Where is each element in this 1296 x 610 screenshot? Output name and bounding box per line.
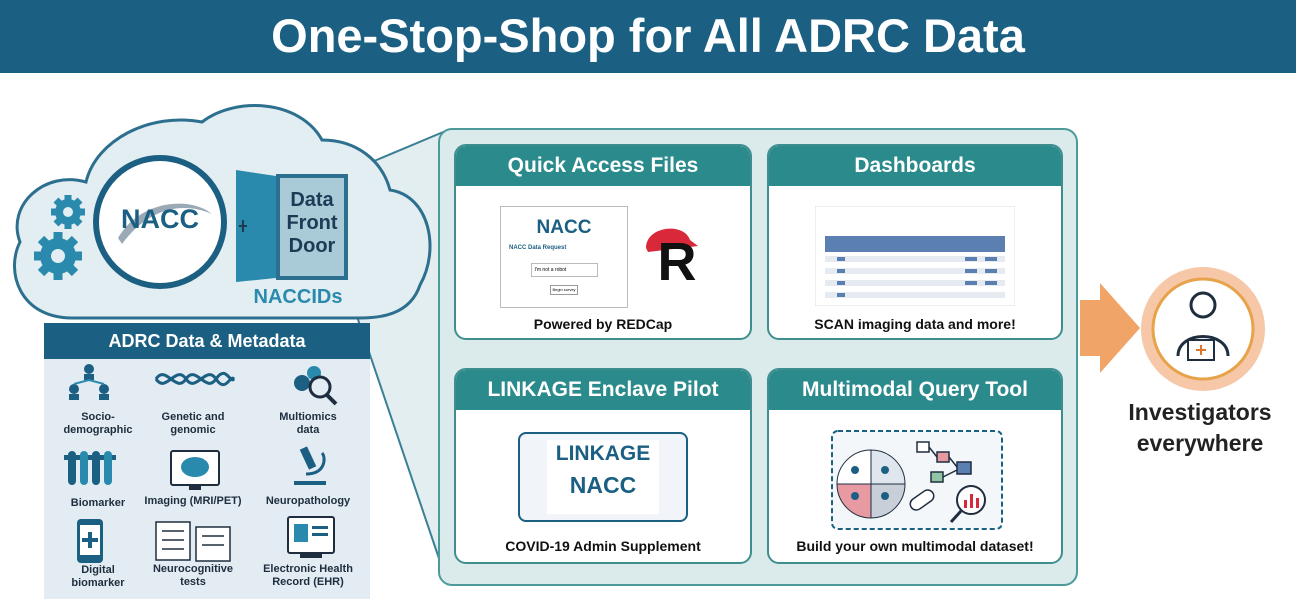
card-title: Quick Access Files: [456, 146, 750, 186]
category-neuropathology: Neuropathology: [254, 495, 362, 508]
brain-monitor-icon: [170, 450, 220, 490]
redcap-logo: [646, 228, 698, 252]
test-tubes-icon: [64, 451, 116, 485]
people-network-icon: [69, 364, 109, 400]
pie-chart-icon: [836, 449, 906, 519]
category-line: Record (EHR): [272, 576, 344, 588]
category-ehr: Electronic Health Record (EHR): [254, 563, 362, 589]
category-line: Neurocognitive: [152, 563, 234, 575]
ehr-monitor-icon: [287, 516, 335, 558]
metadata-icons: [64, 364, 338, 563]
card-caption: COVID-19 Admin Supplement: [505, 538, 701, 554]
multimodal-query-card[interactable]: Multimodal Query Tool: [767, 368, 1063, 564]
category-line: tests: [180, 576, 206, 588]
nacc-logo: [93, 155, 227, 289]
gears-search-icon: [294, 366, 338, 406]
card-caption: SCAN imaging data and more!: [814, 316, 1016, 332]
category-genetic: Genetic and genomic: [139, 411, 247, 437]
linkage-enclave-card[interactable]: LINKAGE Enclave Pilot LINKAGE NACC COVID…: [454, 368, 752, 564]
category-line: Socio-: [81, 411, 115, 423]
form-logo: NACC: [536, 217, 592, 238]
card-title: LINKAGE Enclave Pilot: [456, 370, 750, 410]
card-title: Multimodal Query Tool: [769, 370, 1061, 410]
page-title: One-Stop-Shop for All ADRC Data: [271, 9, 1025, 62]
title-banner: [0, 0, 1296, 73]
investigators-label: Investigators everywhere: [1100, 397, 1296, 459]
captcha-text: I'm not a robot: [534, 267, 567, 273]
dashboards-card[interactable]: Dashboards SCAN imaging data and more!: [767, 144, 1063, 340]
category-digital-biomarker: Digital biomarker: [44, 564, 152, 590]
category-neurocognitive: Neurocognitive tests: [139, 563, 247, 589]
begin-survey-button[interactable]: Begin survey: [550, 285, 578, 295]
category-line: demographic: [63, 424, 133, 436]
category-sociodemographic: Socio- demographic: [44, 411, 152, 437]
checklist-icon: [155, 521, 231, 562]
magnifier-chart-icon: [949, 485, 986, 524]
category-imaging: Imaging (MRI/PET): [139, 495, 247, 508]
door-line-3: Door: [288, 235, 336, 257]
data-front-door[interactable]: [236, 170, 348, 282]
linkage-nacc-text: NACC: [569, 472, 637, 498]
category-line: Imaging (MRI/PET): [144, 495, 242, 507]
red-cap-icon: [646, 228, 698, 252]
card-caption: Powered by REDCap: [533, 316, 673, 332]
form-title: NACC Data Request: [509, 245, 567, 251]
redcap-form-preview: NACC NACC Data Request I'm not a robot B…: [500, 206, 628, 308]
metadata-panel-title: ADRC Data & Metadata: [108, 331, 306, 351]
category-line: Multiomics: [279, 411, 337, 423]
quick-access-files-card[interactable]: Quick Access Files NACC NACC Data Reques…: [454, 144, 752, 340]
door-line-2: Front: [286, 212, 338, 234]
category-line: Electronic Health: [263, 563, 353, 575]
nacc-logo-text: NACC: [121, 204, 199, 234]
category-line: biomarker: [71, 577, 125, 589]
door-line-1: Data: [290, 189, 334, 211]
gears-icon: [34, 195, 85, 280]
naccids-label: NACCIDs: [253, 286, 343, 308]
metadata-panel-header: [44, 323, 370, 359]
data-front-door-label[interactable]: Data Front Door: [278, 189, 346, 258]
arrow-to-investigators: [1080, 283, 1140, 373]
category-biomarker: Biomarker: [44, 497, 152, 510]
captcha-box[interactable]: I'm not a robot: [530, 263, 598, 277]
multimodal-illustration: [831, 430, 1003, 530]
category-line: Neuropathology: [265, 495, 351, 507]
category-line: data: [296, 424, 320, 436]
category-line: Digital: [81, 564, 115, 576]
dna-icon: [154, 371, 236, 387]
r-logo: R: [657, 232, 697, 292]
linkage-logo-text: LINKAGE: [555, 442, 651, 465]
linkage-logo-box: LINKAGE NACC: [518, 432, 688, 522]
card-caption: Build your own multimodal dataset!: [796, 538, 1034, 554]
dashboard-table-preview: [815, 206, 1015, 306]
category-line: genomic: [170, 424, 216, 436]
pill-icon: [909, 489, 935, 511]
investigators-line-2: everywhere: [1136, 430, 1264, 456]
category-multiomics: Multiomics data: [254, 411, 362, 437]
researcher-icon: [1141, 267, 1265, 391]
card-title: Dashboards: [769, 146, 1061, 186]
microscope-icon: [294, 446, 326, 485]
category-line: Biomarker: [70, 497, 126, 509]
category-line: Genetic and: [161, 411, 225, 423]
smartphone-icon: [77, 519, 103, 563]
network-nodes-icon: [916, 441, 972, 483]
investigators-line-1: Investigators: [1128, 399, 1272, 425]
